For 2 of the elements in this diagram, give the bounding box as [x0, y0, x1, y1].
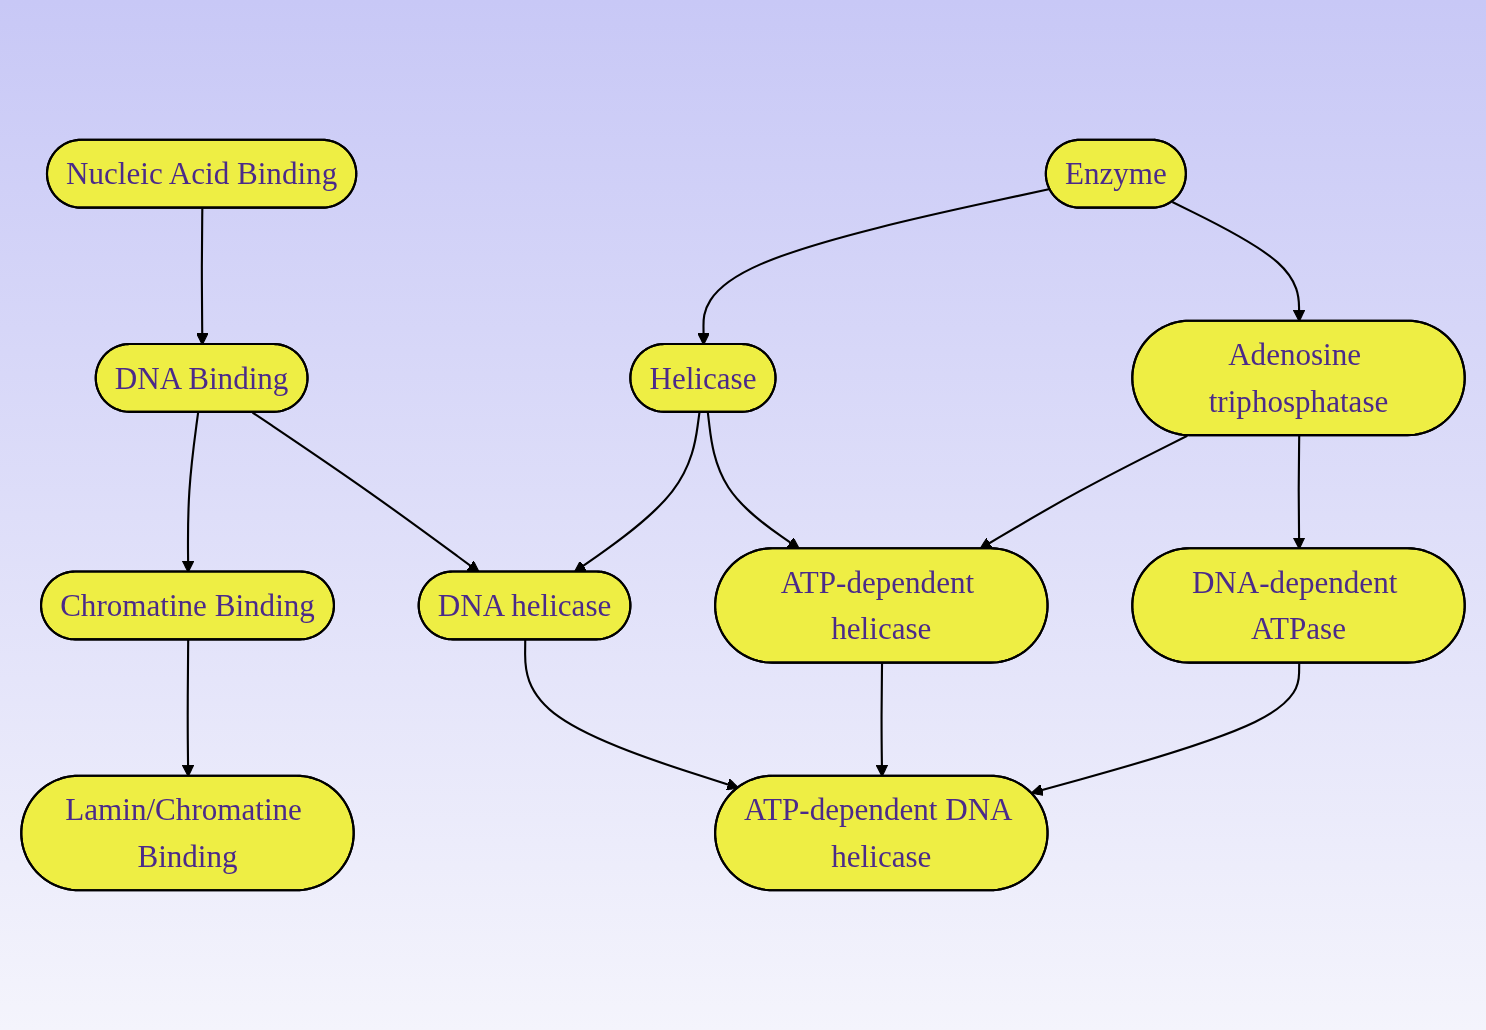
arrow: [524, 640, 740, 791]
arrow: [1030, 663, 1301, 796]
